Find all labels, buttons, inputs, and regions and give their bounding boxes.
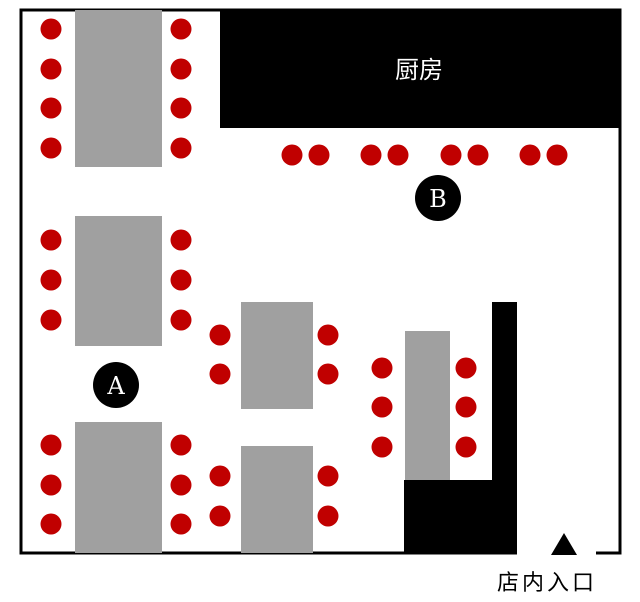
- counter-seat: [440, 144, 462, 166]
- seat: [170, 97, 192, 119]
- marker-a-label: A: [106, 372, 125, 400]
- counter-seat: [467, 144, 489, 166]
- marker-a-badge: [93, 362, 139, 408]
- kitchen-area: [220, 10, 620, 128]
- seat: [170, 269, 192, 291]
- table: [241, 302, 313, 409]
- seat: [209, 324, 231, 346]
- counter-seat: [387, 144, 409, 166]
- seat: [170, 18, 192, 40]
- seat: [170, 309, 192, 331]
- seat: [209, 363, 231, 385]
- entrance-label: 店内入口: [497, 571, 598, 596]
- seat: [455, 357, 477, 379]
- seat: [371, 396, 393, 418]
- seat: [40, 97, 62, 119]
- seat: [170, 229, 192, 251]
- seat: [170, 513, 192, 535]
- entrance-arrow-icon: [551, 533, 577, 555]
- seat: [40, 434, 62, 456]
- seat: [40, 269, 62, 291]
- seat: [40, 513, 62, 535]
- table: [75, 216, 162, 346]
- seat: [317, 324, 339, 346]
- seat: [317, 363, 339, 385]
- seat: [371, 436, 393, 458]
- seat: [371, 357, 393, 379]
- counter-seat: [281, 144, 303, 166]
- seat: [317, 505, 339, 527]
- seat: [40, 309, 62, 331]
- seat: [209, 505, 231, 527]
- seat: [170, 58, 192, 80]
- table: [241, 446, 313, 553]
- seat: [40, 18, 62, 40]
- counter-seat: [360, 144, 382, 166]
- seat: [40, 137, 62, 159]
- table: [405, 331, 450, 480]
- seat: [170, 474, 192, 496]
- seat: [170, 434, 192, 456]
- seat: [209, 465, 231, 487]
- seat: [455, 396, 477, 418]
- seat: [40, 229, 62, 251]
- seat: [170, 137, 192, 159]
- seat: [40, 474, 62, 496]
- seat: [40, 58, 62, 80]
- kitchen-label: 厨房: [395, 56, 443, 84]
- seat: [455, 436, 477, 458]
- counter-seat: [519, 144, 541, 166]
- marker-b-badge: [415, 175, 461, 221]
- table: [75, 422, 162, 553]
- counter-seat: [308, 144, 330, 166]
- seat: [317, 465, 339, 487]
- marker-b-label: B: [429, 185, 447, 213]
- partition-block: [404, 480, 517, 553]
- table: [75, 10, 162, 167]
- counter-seat: [546, 144, 568, 166]
